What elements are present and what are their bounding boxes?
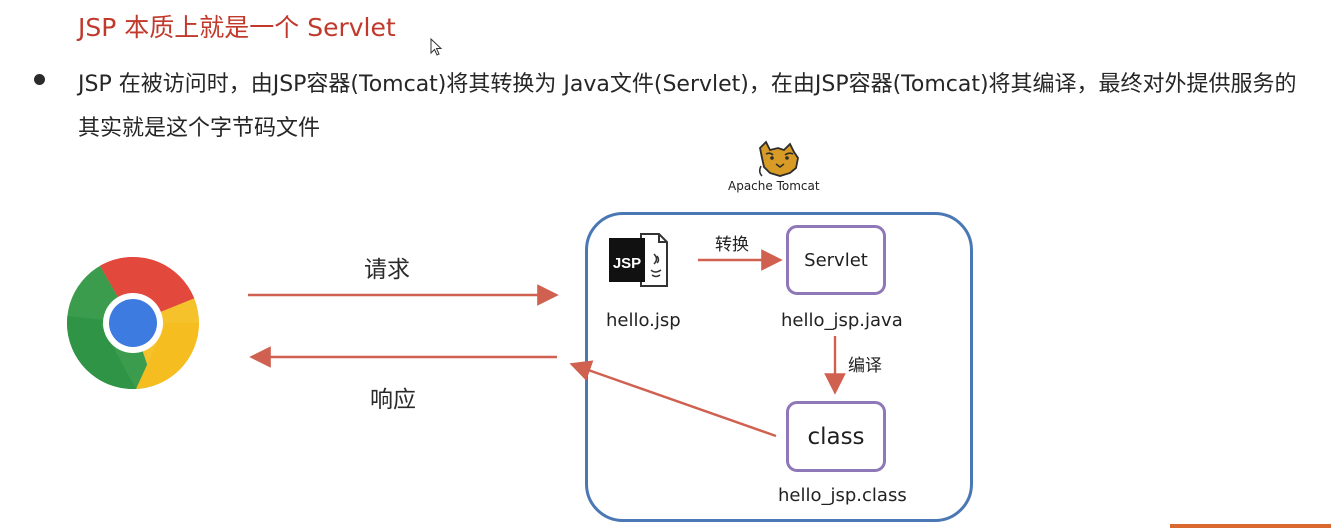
mouse-pointer-icon [430, 38, 443, 56]
tomcat-caption: Apache Tomcat [728, 179, 820, 193]
jsp-file-icon: JSP [609, 233, 668, 287]
compile-label: 编译 [848, 356, 882, 376]
response-label: 响应 [370, 387, 416, 413]
class-file-name: hello_jsp.class [778, 485, 907, 506]
class-node-label: class [807, 423, 865, 450]
slide-footer-accent [1170, 524, 1331, 528]
jsp-icon-label: JSP [613, 255, 641, 272]
bullet-point [34, 74, 45, 85]
jsp-file-name: hello.jsp [606, 310, 681, 331]
class-node: class [786, 401, 886, 472]
convert-label: 转换 [715, 235, 749, 255]
servlet-node-label: Servlet [804, 249, 868, 271]
tomcat-logo-icon [758, 140, 799, 177]
bullet-text: JSP 在被访问时，由JSP容器(Tomcat)将其转换为 Java文件(Ser… [78, 72, 1297, 141]
slide-heading: JSP 本质上就是一个 Servlet [78, 13, 396, 42]
servlet-node: Servlet [786, 225, 886, 295]
class-to-response-arrow [569, 360, 777, 438]
chrome-browser-icon [67, 257, 199, 389]
java-file-name: hello_jsp.java [781, 310, 903, 331]
request-label: 请求 [364, 257, 410, 283]
